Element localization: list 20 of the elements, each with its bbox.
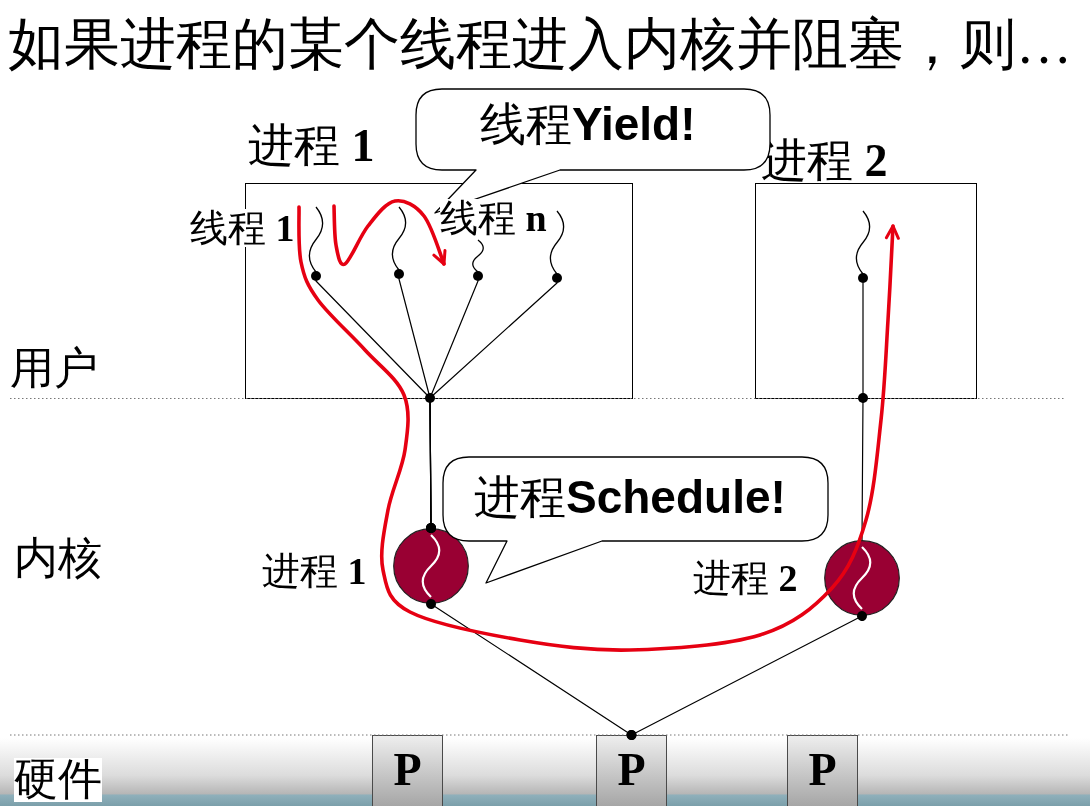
thread-dot xyxy=(552,273,562,283)
processor-box: P xyxy=(596,735,667,806)
slide-title: 如果进程的某个线程进入内核并阻塞，则… xyxy=(8,16,1072,72)
thread-dot xyxy=(311,271,321,281)
processor-box: P xyxy=(787,735,858,806)
process-label: 进程 1 xyxy=(248,123,375,169)
thread-dot xyxy=(858,273,868,283)
connector-line xyxy=(426,282,558,533)
thread-label: 线程 1 xyxy=(190,209,295,247)
layer-label: 内核 xyxy=(14,537,102,581)
connector-line xyxy=(861,282,864,541)
process-label: 进程 1 xyxy=(262,552,367,590)
thread-dot xyxy=(473,271,483,281)
layer-label: 用户 xyxy=(10,347,98,391)
layer-label: 硬件 xyxy=(14,758,102,802)
thread-label: 线程 n xyxy=(440,199,547,237)
thread-dot xyxy=(394,269,404,279)
connector-line xyxy=(626,611,867,740)
processor-box: P xyxy=(372,735,443,806)
process-label: 进程 2 xyxy=(693,559,798,597)
